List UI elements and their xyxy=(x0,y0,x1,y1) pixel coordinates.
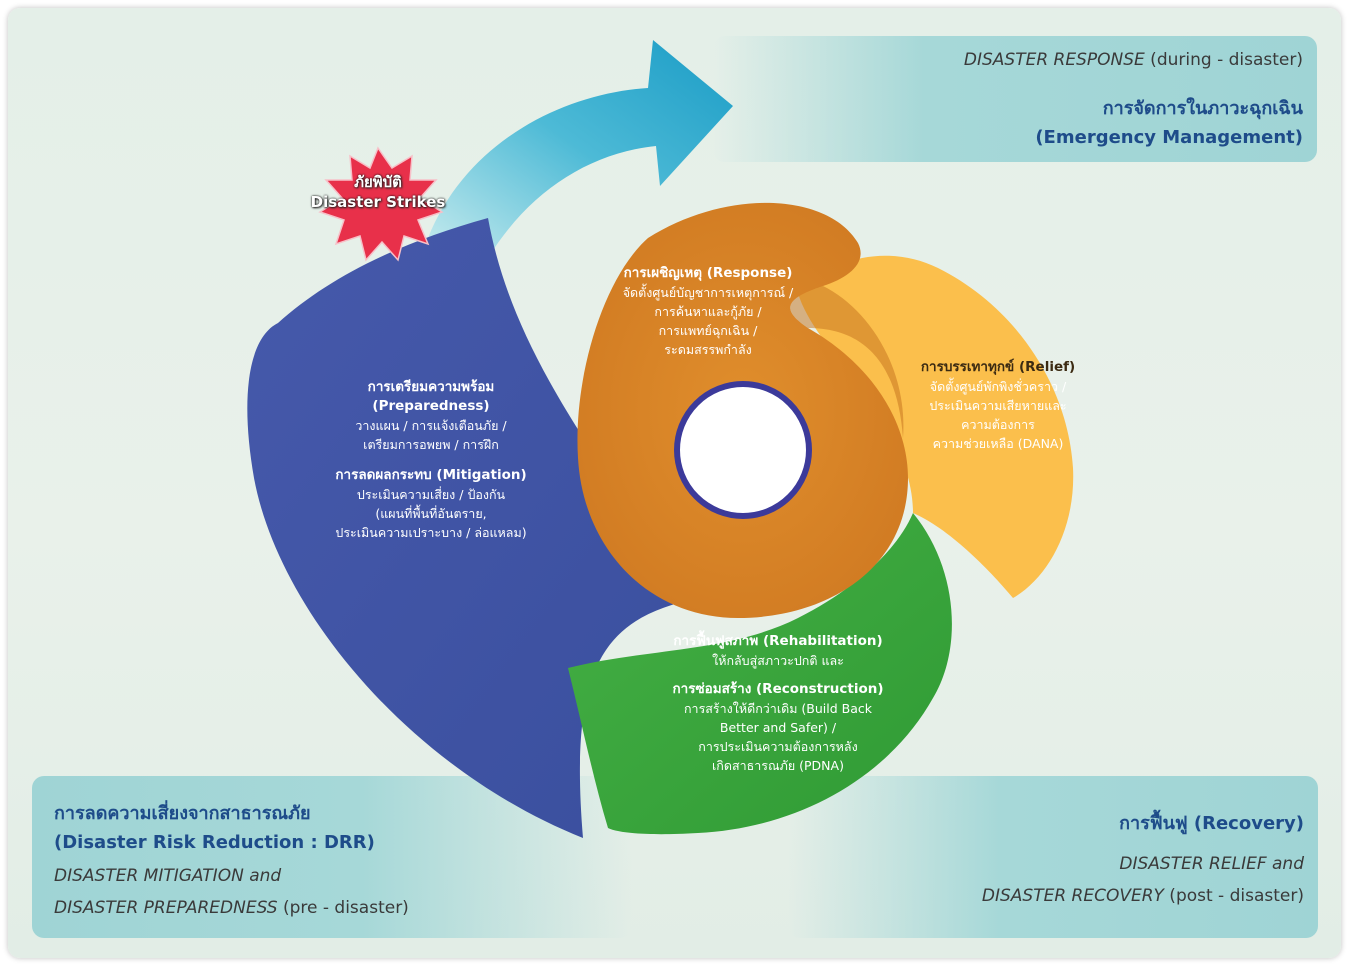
rehabilitation-segment xyxy=(568,513,952,835)
response-body-4: ระดมสรรพกำลัง xyxy=(664,342,752,357)
disaster-response-panel: DISASTER RESPONSE (during - disaster) กา… xyxy=(713,36,1317,162)
rehabilitation-heading: การฟื้นฟูสภาพ (Rehabilitation) xyxy=(673,633,883,649)
preparedness-heading-en: (Preparedness) xyxy=(372,398,490,414)
mitigation-body-2: (แผนที่พื้นที่อันตราย, xyxy=(375,506,487,521)
relief-body-2: ประเมินความเสียหายและ xyxy=(929,398,1067,413)
disaster-cycle-diagram xyxy=(247,40,1074,838)
response-phase-label: DISASTER RESPONSE (during - disaster) xyxy=(963,50,1303,70)
disaster-star-burst xyxy=(318,146,444,262)
relief-body-1: จัดตั้งศูนย์พักพิงชั่วคราว / xyxy=(929,379,1067,394)
recovery-panel: การฟื้นฟู (Recovery) DISASTER RELIEF and… xyxy=(788,776,1318,938)
relief-body-4: ความช่วยเหลือ (DANA) xyxy=(932,436,1064,451)
mitigation-body-1: ประเมินความเสี่ยง / ป้องกัน xyxy=(356,487,506,502)
relief-heading: การบรรเทาทุกข์ (Relief) xyxy=(920,359,1076,375)
reconstruction-body-4: เกิดสาธารณภัย (PDNA) xyxy=(712,758,844,773)
response-title-en: (Emergency Management) xyxy=(1035,127,1303,148)
preparedness-heading-th: การเตรียมความพร้อม xyxy=(367,379,495,395)
response-text: การเผชิญเหตุ (Response) จัดตั้งศูนย์บัญช… xyxy=(578,264,838,359)
star-label-th: ภัยพิบัติ xyxy=(354,173,402,191)
drr-title-th: การลดความเสี่ยงจากสาธารณภัย xyxy=(54,803,311,824)
preparedness-body-2: เตรียมการอพยพ / การฝึก xyxy=(363,437,499,452)
reconstruction-heading: การซ่อมสร้าง (Reconstruction) xyxy=(672,681,884,697)
drr-phase-line1: DISASTER MITIGATION and xyxy=(54,866,282,886)
preparedness-body-1: วางแผน / การแจ้งเตือนภัย / xyxy=(355,418,507,433)
response-spiral-shade xyxy=(790,286,904,438)
disaster-strikes-label: ภัยพิบัติ Disaster Strikes xyxy=(270,172,486,212)
reconstruction-body-3: การประเมินความต้องการหลัง xyxy=(698,739,858,754)
diagram-canvas: DISASTER RESPONSE (during - disaster) กา… xyxy=(8,8,1341,958)
relief-text: การบรรเทาทุกข์ (Relief) จัดตั้งศูนย์พักพ… xyxy=(888,358,1108,453)
recovery-phase-line2: DISASTER RECOVERY (post - disaster) xyxy=(981,886,1304,906)
response-title-th: การจัดการในภาวะฉุกเฉิน xyxy=(1102,98,1303,119)
star-label-en: Disaster Strikes xyxy=(310,193,446,211)
response-body-1: จัดตั้งศูนย์บัญชาการเหตุการณ์ / xyxy=(622,285,794,300)
response-heading: การเผชิญเหตุ (Response) xyxy=(623,265,793,281)
rehabilitation-body-1: ให้กลับสู่สภาวะปกติ และ xyxy=(712,653,844,668)
response-body-3: การแพทย์ฉุกเฉิน / xyxy=(658,323,758,338)
drr-phase-line2: DISASTER PREPAREDNESS (pre - disaster) xyxy=(54,898,409,918)
reconstruction-body-2: Better and Safer) / xyxy=(719,720,837,735)
relief-body-3: ความต้องการ xyxy=(961,417,1035,432)
response-body-2: การค้นหาและกู้ภัย / xyxy=(654,304,762,319)
reconstruction-body-1: การสร้างให้ดีกว่าเดิม (Build Back xyxy=(683,701,872,716)
preparedness-text: การเตรียมความพร้อม (Preparedness) วางแผน… xyxy=(296,378,566,542)
center-ring xyxy=(674,381,812,519)
drr-title-en: (Disaster Risk Reduction : DRR) xyxy=(54,832,375,853)
cycle-arrow xyxy=(428,40,733,258)
mitigation-heading: การลดผลกระทบ (Mitigation) xyxy=(335,467,527,483)
mitigation-body-3: ประเมินความเปราะบาง / ล่อแหลม) xyxy=(335,525,527,540)
recovery-title: การฟื้นฟู (Recovery) xyxy=(1119,813,1304,834)
rehabilitation-text: การฟื้นฟูสภาพ (Rehabilitation) ให้กลับสู… xyxy=(648,632,908,775)
recovery-phase-line1: DISASTER RELIEF and xyxy=(1119,854,1304,874)
